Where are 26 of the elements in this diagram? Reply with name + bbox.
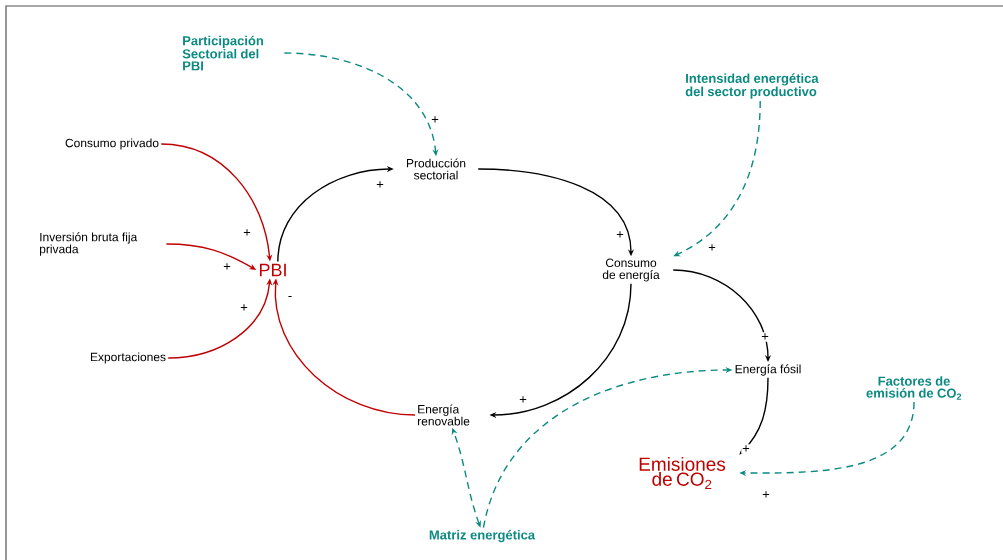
factor-label: Factores de emisión de CO$_{2}$ xyxy=(866,376,962,400)
key-variable-label: Emisiones de CO$_{2}$ xyxy=(639,456,726,490)
polarity-sign: + xyxy=(239,303,249,313)
polarity-sign: + xyxy=(242,228,252,238)
variable-label: Producción sectorial xyxy=(407,158,466,180)
polarity-sign: + xyxy=(222,262,232,272)
polarity-sign: + xyxy=(375,180,385,190)
arrow xyxy=(739,377,769,455)
factor-label: Intensidad energética del sector productivo xyxy=(685,73,819,99)
factor-label: Matriz energética xyxy=(429,529,536,543)
variable-label: Consumo privado xyxy=(65,138,159,150)
polarity-sign: + xyxy=(741,444,751,454)
variable-label: Energía renovable xyxy=(418,404,470,426)
variable-label: Inversión bruta fija privada xyxy=(39,232,138,256)
polarity-sign: + xyxy=(615,230,625,240)
polarity-sign: + xyxy=(430,115,440,125)
variable-label: Consumo de energía xyxy=(602,258,660,282)
polarity-sign: + xyxy=(518,395,528,405)
variable-label: Energía fósil xyxy=(735,364,801,376)
polarity-sign: + xyxy=(707,243,717,253)
factor-label: Participación Sectorial del PBI xyxy=(182,35,264,71)
polarity-sign: - xyxy=(286,295,294,301)
variable-label: Exportaciones xyxy=(90,352,166,364)
key-variable-label: PBI xyxy=(259,263,286,277)
polarity-sign: + xyxy=(760,332,770,342)
polarity-sign: + xyxy=(761,490,771,500)
